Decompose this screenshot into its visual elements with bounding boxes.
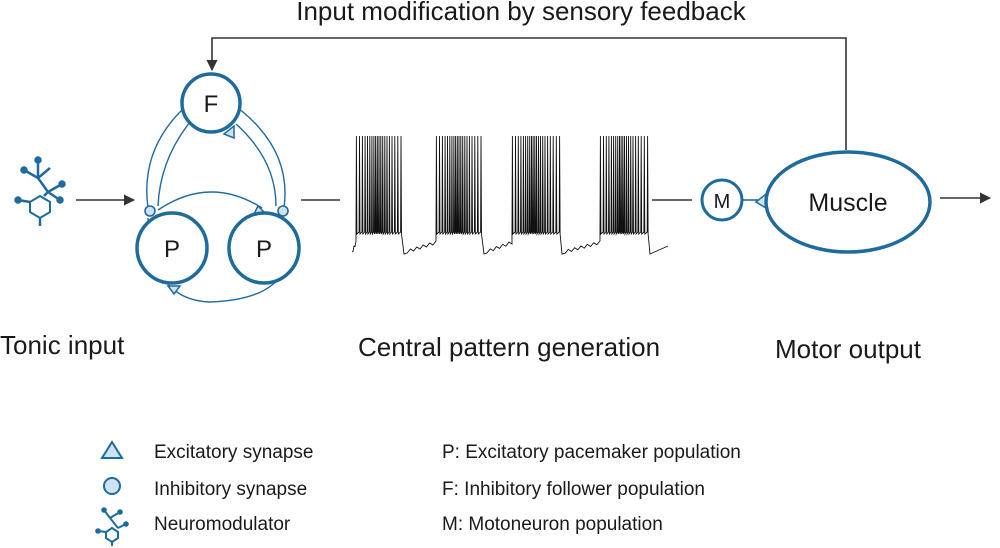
trace-path bbox=[351, 135, 669, 255]
feedback-arrow bbox=[206, 37, 847, 150]
svg-text:Muscle: Muscle bbox=[808, 189, 887, 217]
svg-text:M: M bbox=[714, 191, 731, 213]
stage-tonic-input: Tonic input bbox=[0, 330, 125, 360]
motoneuron-node: M bbox=[700, 178, 744, 222]
follower-node: F bbox=[180, 72, 242, 134]
neuromodulator-icon bbox=[14, 156, 66, 226]
legend-excitatory-icon bbox=[100, 440, 124, 459]
pacemaker-node-right: P bbox=[227, 211, 301, 285]
excitatory-synapse-p1 bbox=[166, 285, 182, 296]
svg-text:F: F bbox=[204, 91, 219, 118]
inhibitory-synapse-left bbox=[144, 205, 156, 217]
excitatory-synapse-f bbox=[222, 124, 235, 140]
legend-follower-label: F: Inhibitory follower population bbox=[442, 479, 705, 500]
stage-motor-output: Motor output bbox=[775, 334, 922, 364]
pacemaker-node-left: P bbox=[135, 211, 209, 285]
stage-central-pattern: Central pattern generation bbox=[358, 332, 660, 362]
svg-text:P: P bbox=[164, 236, 180, 263]
legend-inhibitory-icon bbox=[103, 477, 121, 495]
legend: Excitatory synapse Inhibitory synapse Ne… bbox=[95, 440, 741, 546]
legend-neuromodulator-label: Neuromodulator bbox=[154, 514, 291, 535]
legend-inhibitory-label: Inhibitory synapse bbox=[154, 479, 307, 500]
legend-pacemaker-label: P: Excitatory pacemaker population bbox=[442, 442, 741, 463]
bursting-trace bbox=[351, 135, 669, 255]
muscle-node: Muscle bbox=[764, 150, 932, 254]
legend-neuromodulator-icon bbox=[95, 507, 129, 546]
legend-excitatory-label: Excitatory synapse bbox=[154, 442, 313, 463]
inhibitory-synapse-right bbox=[277, 205, 289, 217]
feedback-title: Input modification by sensory feedback bbox=[296, 0, 746, 26]
svg-text:P: P bbox=[256, 236, 272, 263]
legend-motoneuron-label: M: Motoneuron population bbox=[442, 514, 663, 535]
